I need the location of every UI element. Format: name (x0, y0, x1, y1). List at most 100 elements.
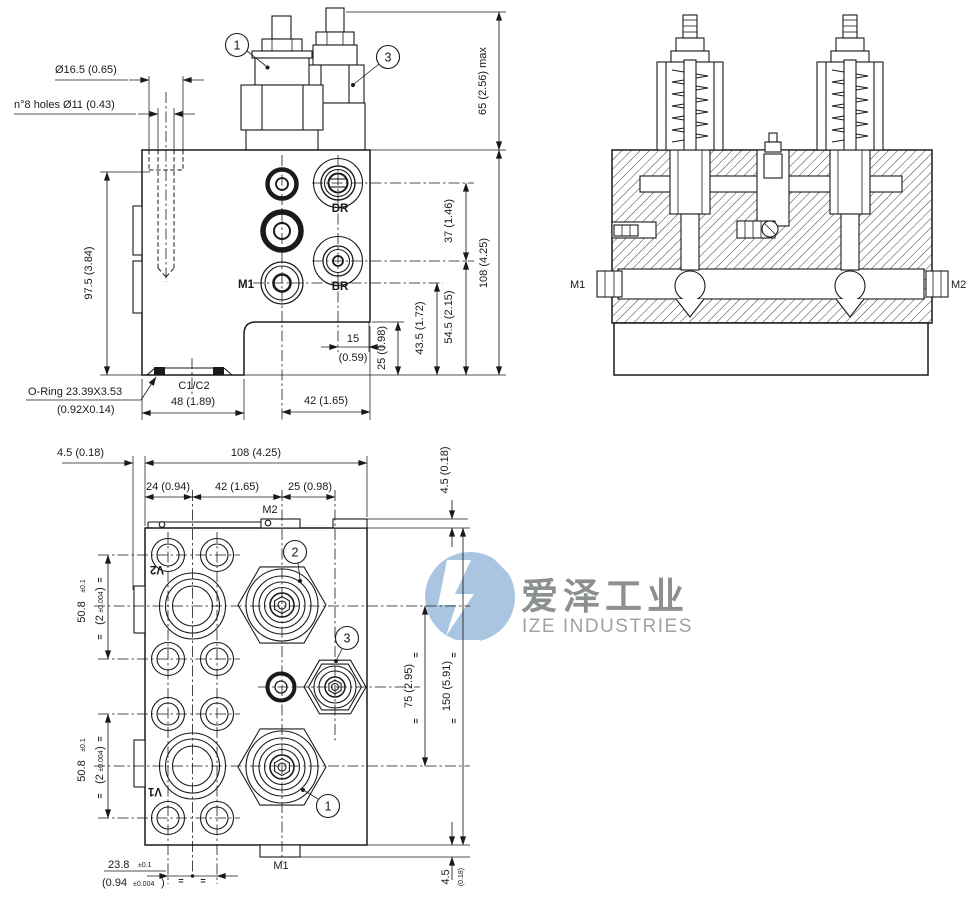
eq-mark: = (200, 876, 205, 886)
dim-0-94: (0.94 (102, 877, 127, 889)
bottom-left-tab-lower (133, 739, 146, 788)
balloon-2-bottom: 2 (282, 539, 308, 583)
label-m2-bottom: M2 (262, 504, 277, 516)
dim-43-5: 43.5 (1.72) (414, 301, 426, 354)
eq-mark: = (95, 736, 105, 741)
dim-2-a-close: ) (94, 587, 106, 591)
watermark: 爱泽工业 IZE INDUSTRIES (425, 551, 693, 657)
dim-50-8-b: 50.8 (76, 760, 88, 781)
dim-75: 75 (2.95) (403, 664, 415, 708)
dim-offset-bottom-right: 4.5 (440, 869, 452, 884)
dim-offset-left: 4.5 (0.18) (57, 447, 104, 459)
label-m1-front: M1 (238, 279, 255, 291)
eq-mark: = (411, 718, 421, 723)
front-dimensions: Ø16.5 (0.65) n°8 holes Ø11 (0.43) 97.5 (… (14, 11, 506, 420)
dim-23-8-tol: ±0.1 (138, 862, 152, 869)
dim-offset-top-right: 4.5 (0.18) (439, 446, 451, 493)
balloon-1-bottom: 1 (301, 788, 341, 819)
dim-50-8-a-tol: ±0.1 (80, 579, 87, 593)
dim-2-b-tol: ±0.004 (98, 750, 105, 771)
dim-2-a-tol: ±0.004 (98, 591, 105, 612)
dim-48: 48 (1.89) (171, 396, 215, 408)
label-m2-section: M2 (951, 279, 966, 291)
balloon-3-bottom: 3 (334, 625, 360, 663)
balloon-1-number: 1 (325, 800, 332, 814)
dim-15-inch: (0.59) (339, 352, 368, 364)
eq-mark: = (178, 876, 183, 886)
dim-0-94-close: ) (161, 877, 165, 889)
eq-mark: = (95, 634, 105, 639)
dim-108-front: 108 (4.25) (478, 238, 490, 288)
front-left-tab-upper (132, 205, 143, 256)
label-v1: V1 (147, 785, 162, 797)
dim-42-bottom: 42 (1.65) (215, 481, 259, 493)
label-m1-section: M1 (570, 279, 585, 291)
screw-head-2 (264, 519, 272, 527)
dim-108-bottom: 108 (4.25) (231, 447, 281, 459)
front-left-tab-lower (132, 260, 143, 314)
eq-mark: = (95, 577, 105, 582)
dim-15: 15 (347, 333, 359, 345)
m2-lug (260, 518, 301, 529)
watermark-en-text: IZE INDUSTRIES (522, 616, 693, 637)
dim-50-8-a: 50.8 (76, 601, 88, 622)
label-oring-1: O-Ring 23.39X3.53 (28, 386, 122, 398)
label-br: BR (332, 281, 349, 293)
relief-valve-1 (240, 15, 324, 151)
lower-gallery (617, 268, 925, 300)
oring-section-left (154, 367, 165, 375)
dim-2-b-close: ) (94, 746, 106, 750)
label-oring-2: (0.92X0.14) (57, 404, 114, 416)
dim-65-max: 65 (2.56) max (477, 47, 489, 115)
bottom-dimensions: 4.5 (0.18) 108 (4.25) 24 (0.94) 42 (1.65… (57, 446, 470, 889)
dim-n8-holes: n°8 holes Ø11 (0.43) (14, 99, 115, 111)
dim-25-front: 25 (0.98) (376, 326, 388, 370)
dim-24: 24 (0.94) (146, 481, 190, 493)
dim-counterbore: Ø16.5 (0.65) (55, 64, 117, 76)
left-face-fitting (611, 221, 657, 239)
balloon-3-front: 3 (351, 44, 401, 87)
dim-42-front: 42 (1.65) (304, 395, 348, 407)
label-m1-bottom: M1 (273, 860, 288, 872)
top-lug-2 (332, 518, 368, 529)
dim-37: 37 (1.46) (443, 199, 455, 243)
oring-section-right (213, 367, 224, 375)
bottom-view: M2 M1 V2 V1 (57, 446, 470, 889)
balloon-3-front-number: 3 (385, 51, 392, 65)
section-m2-plug (925, 270, 949, 298)
section-cartridge-left (669, 149, 711, 318)
balloon-2-number: 2 (292, 546, 299, 560)
dim-25-bottom: 25 (0.98) (288, 481, 332, 493)
balloon-1-front: 1 (224, 32, 270, 70)
dim-97-5: 97.5 (3.84) (83, 246, 95, 299)
m1-lug (259, 844, 301, 858)
dim-150: 150 (5.91) (441, 661, 453, 711)
dim-23-8: 23.8 (108, 859, 129, 871)
front-block-outline (141, 149, 371, 376)
dim-50-8-b-tol: ±0.1 (80, 738, 87, 752)
section-valve-right (816, 14, 884, 151)
front-view: DR BR M1 Ø16.5 (0.65) n°8 holes Ø11 (0.4… (14, 7, 506, 420)
label-dr: DR (332, 203, 349, 215)
eq-mark: = (449, 718, 459, 723)
section-base-plate (613, 322, 929, 376)
dim-2-b: (2 (94, 774, 106, 784)
eq-mark: = (95, 793, 105, 798)
dim-2-a: (2 (94, 615, 106, 625)
label-v2: V2 (150, 563, 164, 575)
eq-mark: = (411, 652, 421, 657)
dim-54-5: 54.5 (2.15) (443, 290, 455, 343)
label-c1c2: C1/C2 (178, 380, 209, 392)
section-view: M1 M2 (570, 14, 966, 376)
bottom-left-tab-upper (133, 585, 146, 634)
balloon-3-number: 3 (344, 632, 351, 646)
center-shuttle (736, 132, 790, 239)
section-m1-plug (596, 270, 623, 298)
section-valve-left (656, 14, 724, 151)
c1c2-cavity (146, 358, 233, 397)
dim-0-94-tol: ±0.004 (133, 881, 154, 888)
balloon-1-front-number: 1 (234, 39, 241, 53)
watermark-cn-text: 爱泽工业 (521, 576, 689, 617)
